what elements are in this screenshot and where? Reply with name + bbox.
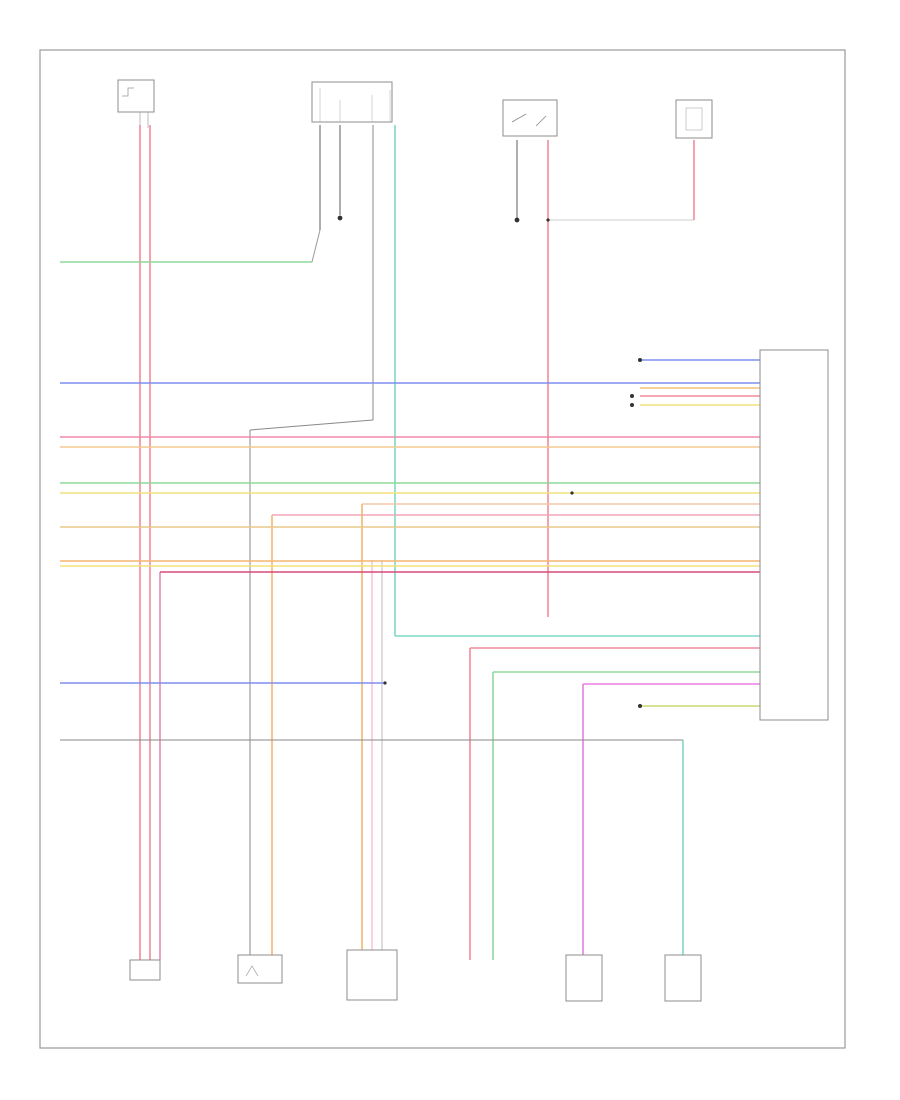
vertical-wires xyxy=(139,125,760,960)
component-top-center-switch xyxy=(311,81,393,123)
bottom-components xyxy=(129,949,702,1002)
diagram-frame xyxy=(39,49,846,1049)
right-connector xyxy=(759,349,829,721)
component-top-left-sensor xyxy=(117,79,155,128)
splice-points xyxy=(337,215,574,685)
component-top-right-sensor xyxy=(675,99,713,139)
component-top-right-switch xyxy=(502,99,558,137)
horizontal-wires xyxy=(60,229,760,960)
right-connector-wires xyxy=(630,358,760,708)
